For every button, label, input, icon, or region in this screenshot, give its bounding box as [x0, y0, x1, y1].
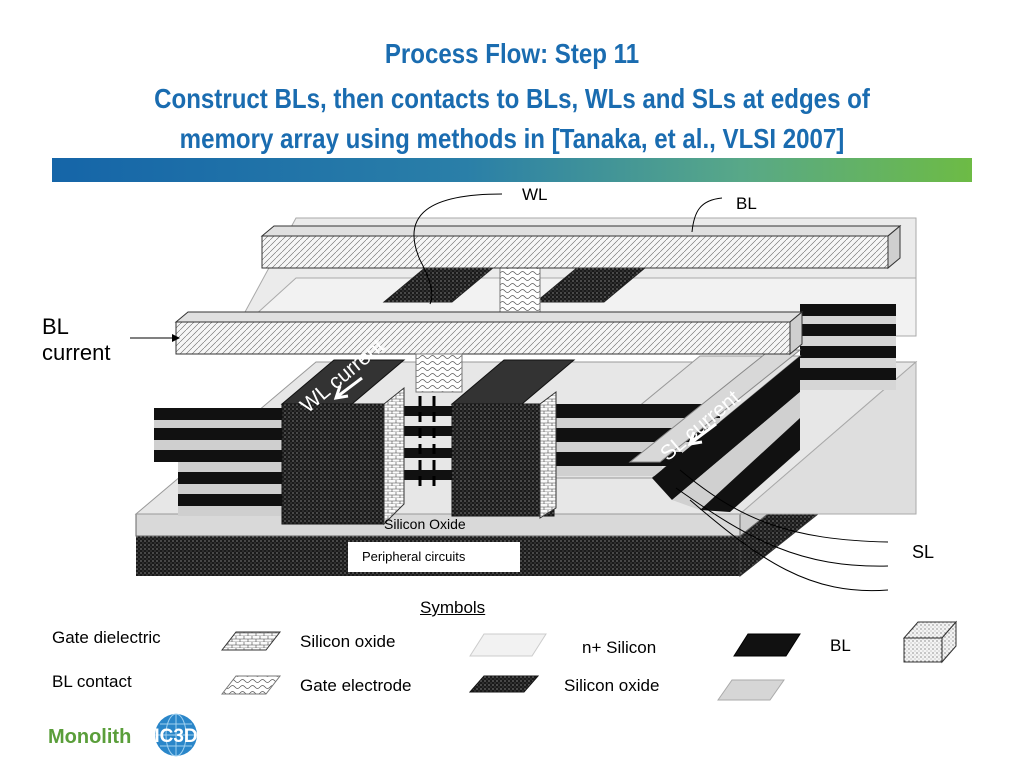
bl-current-label: BL current: [42, 314, 111, 365]
legend-gate-dielectric-label: Gate dielectric: [52, 628, 161, 647]
right-back-layer-stack: [800, 304, 896, 390]
legend-bl-contact-label: BL contact: [52, 672, 132, 691]
logo-text-monolith: Monolith: [48, 726, 132, 748]
wl-label: WL: [522, 185, 548, 204]
dark-dotted-swatch: [468, 675, 540, 693]
silicon-oxide-label: Silicon Oxide: [384, 516, 466, 532]
wl-leader-line: [413, 193, 503, 305]
logo-text-ic3d: IC3D: [154, 726, 197, 747]
front-wl-pillar-left: [280, 359, 406, 526]
bl-label: BL: [736, 194, 757, 213]
sl-label: SL: [912, 542, 935, 562]
legend-gate-electrode-label: Gate electrode: [300, 676, 412, 695]
legend-title: Symbols: [420, 598, 486, 617]
slide-title-line3: memory array using methods in [Tanaka, e…: [179, 123, 845, 154]
slide-title-line2: Construct BLs, then contacts to BLs, WLs…: [154, 83, 870, 114]
slide-title-line1: Process Flow: Step 11: [384, 38, 640, 69]
legend-n-silicon-label: n+ Silicon: [582, 638, 657, 657]
legend-swatches: [220, 620, 958, 701]
front-wl-pillar-right: [450, 359, 576, 519]
front-bl-bar: [174, 310, 804, 356]
front-gate-contact: [415, 353, 463, 393]
peripheral-circuits-label: Peripheral circuits: [348, 542, 520, 572]
wavy-swatch: [220, 675, 282, 695]
bl-current-arrow: [130, 334, 180, 342]
legend-bl-label: BL: [830, 636, 851, 655]
legend-silicon-oxide-label-2: Silicon oxide: [564, 676, 660, 695]
mid-gray-swatch: [717, 679, 785, 701]
sl-staircase: [550, 349, 802, 512]
back-bl-bar: [260, 224, 902, 270]
light-gray-swatch: [469, 633, 547, 657]
sl-leader-line-2: [675, 487, 889, 567]
wl-current-arrow: [333, 376, 363, 400]
ic3d-globe-icon: IC3D: [154, 713, 198, 757]
legend-silicon-oxide-label-1: Silicon oxide: [300, 632, 396, 651]
middle-layer-stack: [390, 396, 456, 486]
sl-leader-line-3: [689, 499, 889, 592]
black-swatch: [733, 633, 801, 657]
left-layer-stack: [154, 408, 284, 516]
dotted-box-swatch: [902, 620, 958, 664]
sl-leader-line-1: [679, 469, 889, 543]
brick-swatch: [220, 631, 282, 651]
sl-current-arrow: [687, 422, 717, 446]
title-divider-gradient-bar: [52, 158, 972, 182]
bl-leader-line: [691, 197, 723, 233]
